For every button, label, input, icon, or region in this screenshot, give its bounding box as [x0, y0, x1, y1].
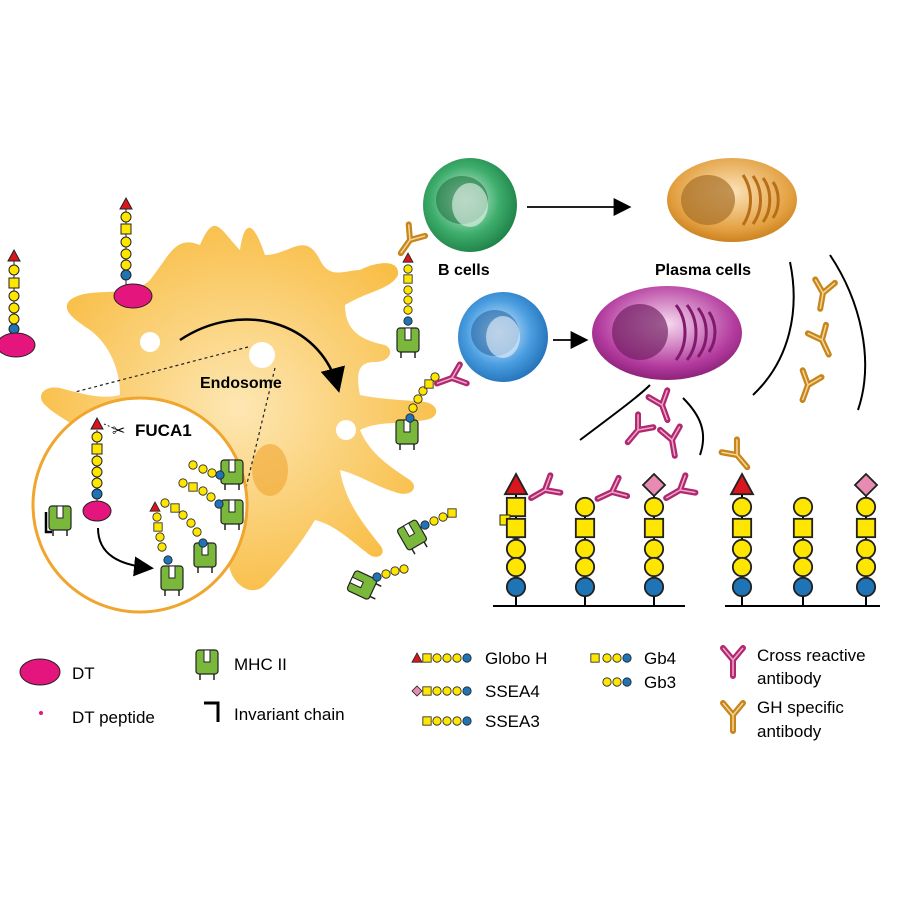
dt-glycan-chain	[90, 417, 104, 505]
scissors-icon: ✂	[112, 421, 125, 440]
legend-ssea3: SSEA3	[485, 712, 540, 731]
mhc-with-invariant-chain	[44, 505, 72, 537]
gh-specific-antibody-swatch	[723, 703, 743, 731]
plasma-cell-orange	[667, 158, 797, 242]
dt-protein	[82, 500, 112, 522]
legend-gh-specific-1: GH specific	[757, 698, 844, 717]
secreted-gh-antibodies	[722, 279, 838, 473]
plasma-cells-label: Plasma cells	[655, 262, 751, 279]
gb4-swatch	[590, 653, 632, 663]
endosome-label: Endosome	[200, 375, 282, 392]
free-glycoconjugate-1	[0, 249, 36, 358]
cross-reactive-antibody-swatch	[723, 648, 743, 676]
legend-cross-reactive-2: antibody	[757, 669, 822, 688]
ssea4-swatch	[411, 685, 472, 697]
endosome-zoom-circle: ✂ FUCA1	[31, 396, 249, 614]
ssea3-swatch	[422, 716, 472, 726]
surface-mhc-4	[345, 564, 409, 604]
free-glycoconjugate-2	[113, 197, 153, 309]
glycan-surface-left	[493, 474, 695, 607]
legend-gb4: Gb4	[644, 649, 676, 668]
mhc-legend-swatch	[195, 649, 219, 681]
surface-mhc-3	[395, 508, 457, 557]
globo-h-swatch	[411, 652, 472, 663]
legend-dt: DT	[72, 664, 95, 683]
legend-mhc2: MHC II	[234, 655, 287, 674]
legend-ssea4: SSEA4	[485, 682, 540, 701]
secreted-cross-reactive-antibodies	[620, 390, 685, 457]
b-cell-green	[423, 158, 517, 252]
fuca1-label: FUCA1	[135, 421, 192, 440]
legend-cross-reactive-1: Cross reactive	[757, 646, 866, 665]
invariant-chain-swatch	[204, 701, 220, 722]
svg-text:✂: ✂	[112, 421, 125, 440]
legend-globo-h: Globo H	[485, 649, 547, 668]
legend: DT DT peptide MHC II Invariant chain Glo…	[19, 646, 866, 741]
legend-gb3: Gb3	[644, 673, 676, 692]
dt-peptide-swatch	[39, 711, 43, 715]
plasma-cell-purple	[592, 286, 742, 380]
dt-legend-swatch	[19, 658, 61, 686]
gb3-swatch	[602, 677, 632, 687]
glycan-surface-right	[725, 473, 880, 607]
legend-dt-peptide: DT peptide	[72, 708, 155, 727]
legend-invariant-chain: Invariant chain	[234, 705, 345, 724]
surface-mhc-1	[393, 224, 425, 359]
b-cell-blue	[458, 292, 548, 382]
b-cells-label: B cells	[438, 262, 490, 279]
legend-gh-specific-2: antibody	[757, 722, 822, 741]
